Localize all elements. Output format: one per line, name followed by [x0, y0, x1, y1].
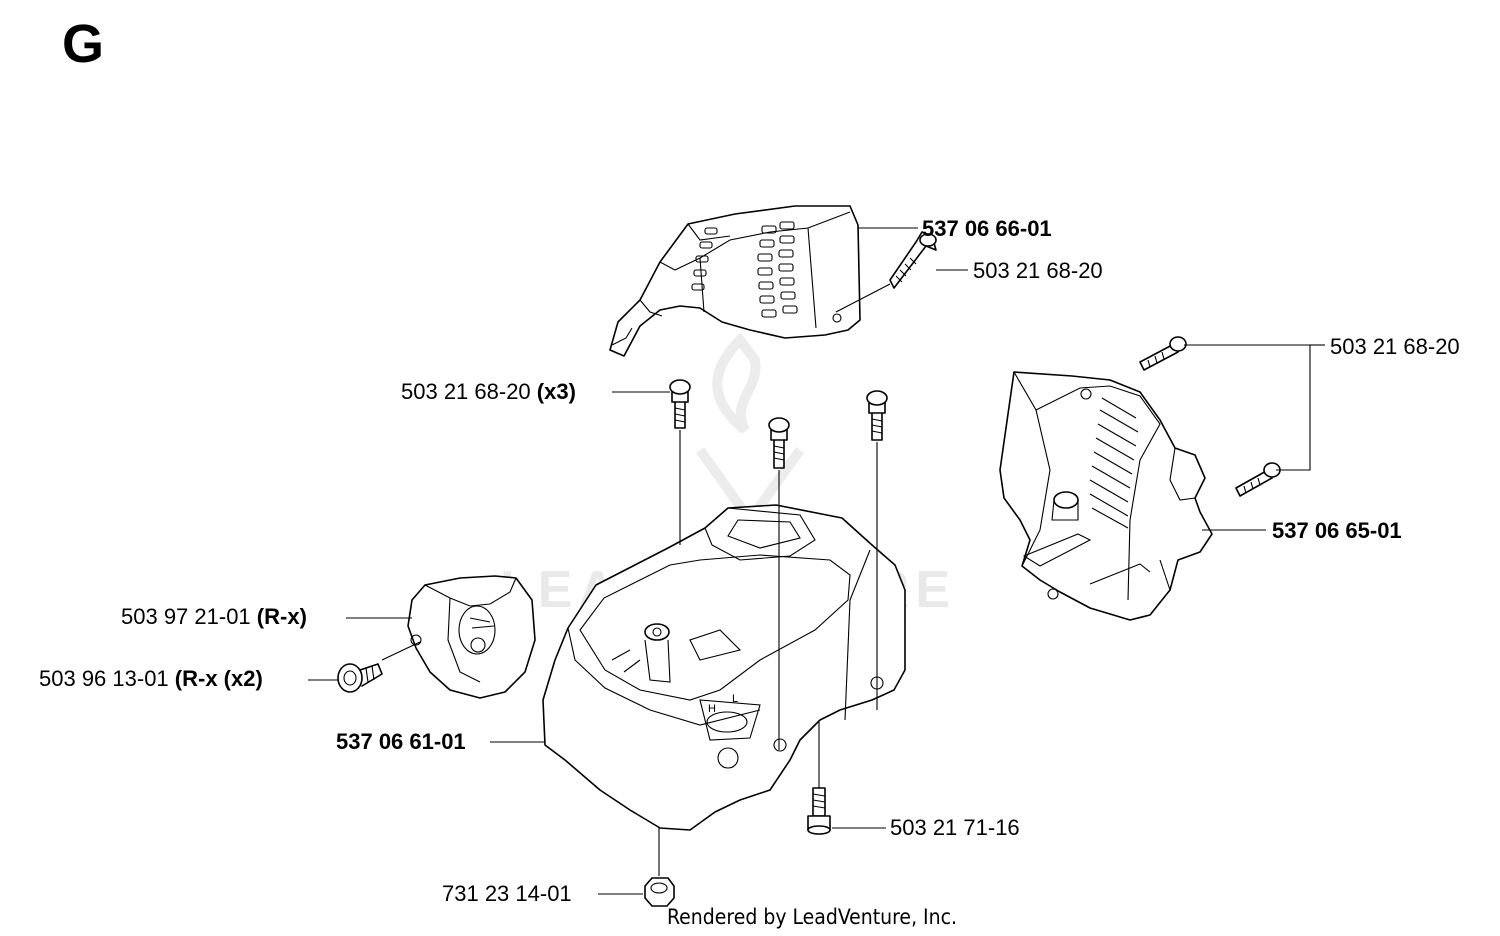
part-number-cylinder-screws: 503 21 68-20: [401, 379, 531, 404]
qty-inlet-cap: (R-x): [256, 604, 307, 629]
callout-top-cover[interactable]: 537 06 66-01: [922, 216, 1052, 242]
callout-inlet-cap-screw[interactable]: 503 96 13-01 (R-x (x2): [39, 666, 263, 692]
part-number-right-screws: 503 21 68-20: [1330, 334, 1460, 359]
inlet-cap-screw-part: [337, 663, 383, 693]
callout-right-screws[interactable]: 503 21 68-20: [1330, 334, 1460, 360]
cylinder-screw-1: [669, 379, 691, 429]
top-cover-screw-part: [889, 231, 937, 289]
top-cover-vents: [691, 221, 798, 318]
part-number-bottom-screw: 503 21 71-16: [890, 815, 1020, 840]
cylinder-screw-3: [866, 390, 888, 441]
qty-inlet-cap-screw: (R-x (x2): [174, 666, 263, 691]
part-number-inlet-cap: 503 97 21-01: [121, 604, 251, 629]
top-cover-part: [609, 205, 861, 357]
housing-mark-h: H: [708, 703, 716, 715]
right-cover-part: [999, 371, 1213, 621]
right-cover-screw-upper: [1139, 336, 1187, 371]
callout-bottom-screw[interactable]: 503 21 71-16: [890, 815, 1020, 841]
cylinder-screw-2: [768, 417, 790, 469]
inlet-cap-part: [407, 575, 536, 699]
leader-lines: [308, 227, 1325, 895]
right-cover-fins: [1089, 397, 1139, 529]
section-letter: G: [62, 14, 105, 74]
part-number-nut: 731 23 14-01: [442, 881, 572, 906]
callout-inlet-cap[interactable]: 503 97 21-01 (R-x): [121, 604, 307, 630]
nut-part: [644, 877, 675, 907]
bottom-screw-part: [807, 787, 831, 835]
right-cover-screw-lower: [1235, 462, 1281, 497]
part-number-top-cover-screw: 503 21 68-20: [973, 258, 1103, 283]
housing-mark-l: L: [732, 693, 738, 705]
callout-nut[interactable]: 731 23 14-01: [442, 881, 572, 907]
qty-cylinder-screws: (x3): [536, 379, 576, 404]
part-number-right-cover: 537 06 65-01: [1272, 518, 1402, 543]
part-number-top-cover: 537 06 66-01: [922, 216, 1052, 241]
callout-cylinder-screws[interactable]: 503 21 68-20 (x3): [401, 379, 576, 405]
callout-right-cover[interactable]: 537 06 65-01: [1272, 518, 1402, 544]
part-number-main-housing: 537 06 61-01: [336, 729, 466, 754]
part-number-inlet-cap-screw: 503 96 13-01: [39, 666, 169, 691]
footer-credit: Rendered by LeadVenture, Inc.: [667, 905, 957, 929]
main-housing-part: H L: [542, 504, 906, 831]
callout-main-housing[interactable]: 537 06 61-01: [336, 729, 466, 755]
callout-top-cover-screw[interactable]: 503 21 68-20: [973, 258, 1103, 284]
